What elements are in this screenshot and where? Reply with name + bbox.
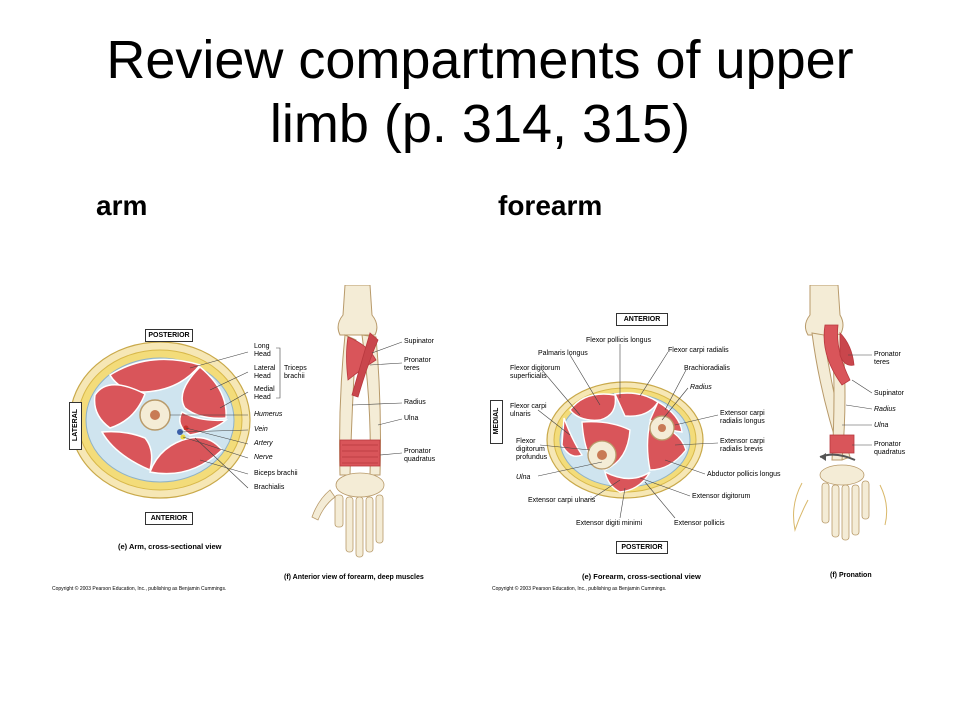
arm-cross-section-drawing [69, 341, 281, 499]
pronation-drawing [793, 285, 888, 541]
label-ulna-forearm: Ulna [516, 474, 531, 481]
forearm-cross-section-figure: ANTERIOR POSTERIOR MEDIAL Flexor pollici… [490, 310, 790, 595]
label-extensor-digiti-minimi: Extensor digiti minimi [576, 520, 643, 527]
label-pronator-teres-line1: Pronator [404, 357, 431, 364]
posterior-box: POSTERIOR [145, 329, 193, 342]
forearm-deep-muscles-drawing [311, 285, 403, 558]
label-pronation-supinator: Supinator [874, 390, 904, 397]
label-ecrb-line1: Extensor carpi [720, 438, 765, 445]
caption-pronation: (f) Pronation [830, 572, 872, 579]
heading-forearm: forearm [498, 190, 603, 221]
label-fcu-line2: ulnaris [510, 411, 531, 418]
label-long-head-line2: Head [254, 351, 271, 358]
anterior-box: ANTERIOR [145, 512, 193, 525]
caption-arm-cross-section: (e) Arm, cross-sectional view [118, 542, 222, 551]
label-triceps-line2: brachii [284, 373, 305, 380]
label-supinator: Supinator [404, 338, 434, 345]
label-fds-line2: superficialis [510, 373, 547, 380]
label-lateral-head-line2: Head [254, 373, 271, 380]
label-ecrl-line2: radialis longus [720, 418, 765, 425]
lateral-box-label: LATERAL [72, 408, 79, 442]
label-pronator-quadratus-line1: Pronator [404, 448, 431, 455]
copyright-arm: Copyright © 2003 Pearson Education, Inc.… [52, 586, 227, 592]
label-pronation-ulna: Ulna [874, 422, 889, 429]
label-pronation-pt-line2: teres [874, 359, 890, 366]
label-pronator-quadratus-line2: quadratus [404, 456, 436, 463]
lateral-box: LATERAL [69, 402, 82, 450]
caption-forearm-cross-section: (e) Forearm, cross-sectional view [582, 572, 701, 581]
label-flexor-carpi-radialis: Flexor carpi radialis [668, 347, 729, 354]
slide-title: Review compartments of upper limb (p. 31… [0, 28, 960, 156]
label-abductor-pollicis-longus: Abductor pollicis longus [707, 471, 781, 478]
label-fdp-line3: profundus [516, 454, 548, 461]
label-ecrb-line2: radialis brevis [720, 446, 763, 453]
label-extensor-pollicis: Extensor pollicis [674, 520, 725, 527]
label-long-head-line1: Long [254, 343, 270, 350]
label-triceps-line1: Triceps [284, 365, 307, 372]
label-brachioradialis: Brachioradialis [684, 365, 730, 372]
anterior-box-forearm: ANTERIOR [616, 313, 668, 326]
medial-box: MEDIAL [490, 400, 503, 444]
forearm-cross-section-drawing [537, 344, 719, 519]
label-fdp-line1: Flexor [516, 438, 536, 445]
label-lateral-head-line1: Lateral [254, 365, 276, 372]
posterior-box-forearm: POSTERIOR [616, 541, 668, 554]
medial-box-label: MEDIAL [493, 407, 500, 435]
label-artery: Artery [254, 440, 273, 447]
caption-forearm-deep: (f) Anterior view of forearm, deep muscl… [284, 574, 424, 581]
label-vein: Vein [254, 426, 268, 433]
label-pronation-pq-line2: quadratus [874, 449, 906, 456]
label-pronation-pt-line1: Pronator [874, 351, 901, 358]
label-radius: Radius [404, 399, 426, 406]
label-fcu-line1: Flexor carpi [510, 403, 547, 410]
label-brachialis: Brachialis [254, 484, 285, 491]
label-pronation-radius: Radius [874, 406, 896, 413]
title-line-2: limb (p. 314, 315) [269, 94, 691, 154]
label-ecrl-line1: Extensor carpi [720, 410, 765, 417]
label-ulna: Ulna [404, 415, 419, 422]
title-line-1: Review compartments of upper [106, 30, 854, 90]
label-fdp-line2: digitorum [516, 446, 545, 453]
label-nerve: Nerve [254, 454, 273, 461]
label-pronation-pq-line1: Pronator [874, 441, 901, 448]
label-extensor-carpi-ulnaris: Extensor carpi ulnaris [528, 497, 596, 504]
heading-arm: arm [96, 190, 148, 221]
label-biceps-brachii: Biceps brachii [254, 470, 298, 477]
copyright-forearm: Copyright © 2003 Pearson Education, Inc.… [492, 586, 667, 592]
label-medial-head-line2: Head [254, 394, 271, 401]
label-palmaris-longus: Palmaris longus [538, 350, 588, 357]
label-fds-line1: Flexor digitorum [510, 365, 561, 372]
label-flexor-pollicis-longus: Flexor pollicis longus [586, 337, 651, 344]
label-humerus: Humerus [254, 411, 283, 418]
label-extensor-digitorum: Extensor digitorum [692, 493, 751, 500]
label-pronator-teres-line2: teres [404, 365, 420, 372]
label-medial-head-line1: Medial [254, 386, 275, 393]
label-radius-forearm: Radius [690, 384, 712, 391]
